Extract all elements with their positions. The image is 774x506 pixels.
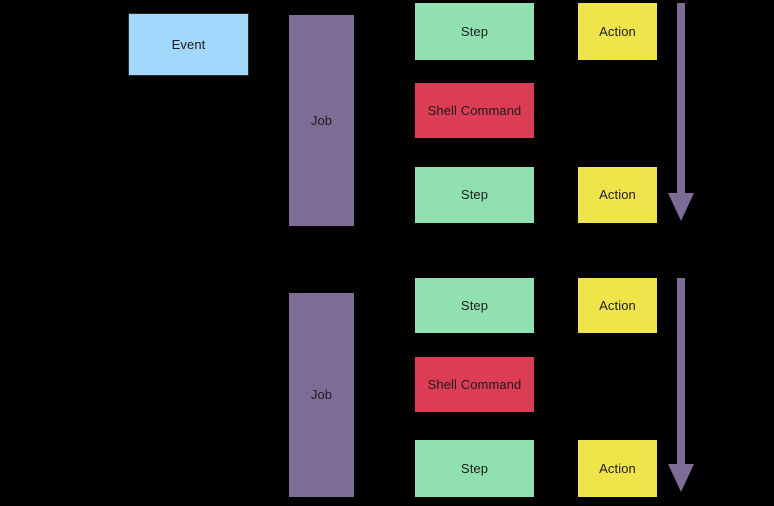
node-action[interactable]: Action <box>578 167 657 223</box>
node-label: Action <box>599 297 636 313</box>
node-step[interactable]: Step <box>415 167 534 223</box>
node-label: Shell Command <box>427 102 522 118</box>
node-label: Action <box>599 23 636 39</box>
node-shell-command[interactable]: Shell Command <box>415 83 534 138</box>
node-step[interactable]: Step <box>415 3 534 60</box>
node-label: Job <box>310 112 333 128</box>
node-job[interactable]: Job <box>289 15 354 226</box>
node-action[interactable]: Action <box>578 3 657 60</box>
down-arrow-icon <box>668 3 694 221</box>
node-step[interactable]: Step <box>415 278 534 333</box>
node-label: Step <box>460 460 489 476</box>
node-event[interactable]: Event <box>128 13 249 76</box>
node-label: Shell Command <box>427 376 522 392</box>
node-label: Event <box>171 36 206 52</box>
node-label: Job <box>310 387 333 403</box>
node-shell-command[interactable]: Shell Command <box>415 357 534 412</box>
node-job[interactable]: Job <box>289 293 354 497</box>
node-label: Action <box>599 460 636 476</box>
node-action[interactable]: Action <box>578 440 657 497</box>
node-action[interactable]: Action <box>578 278 657 333</box>
down-arrow-icon <box>668 278 694 492</box>
node-label: Action <box>599 187 636 203</box>
node-step[interactable]: Step <box>415 440 534 497</box>
node-label: Step <box>460 187 489 203</box>
node-label: Step <box>460 23 489 39</box>
node-label: Step <box>460 297 489 313</box>
